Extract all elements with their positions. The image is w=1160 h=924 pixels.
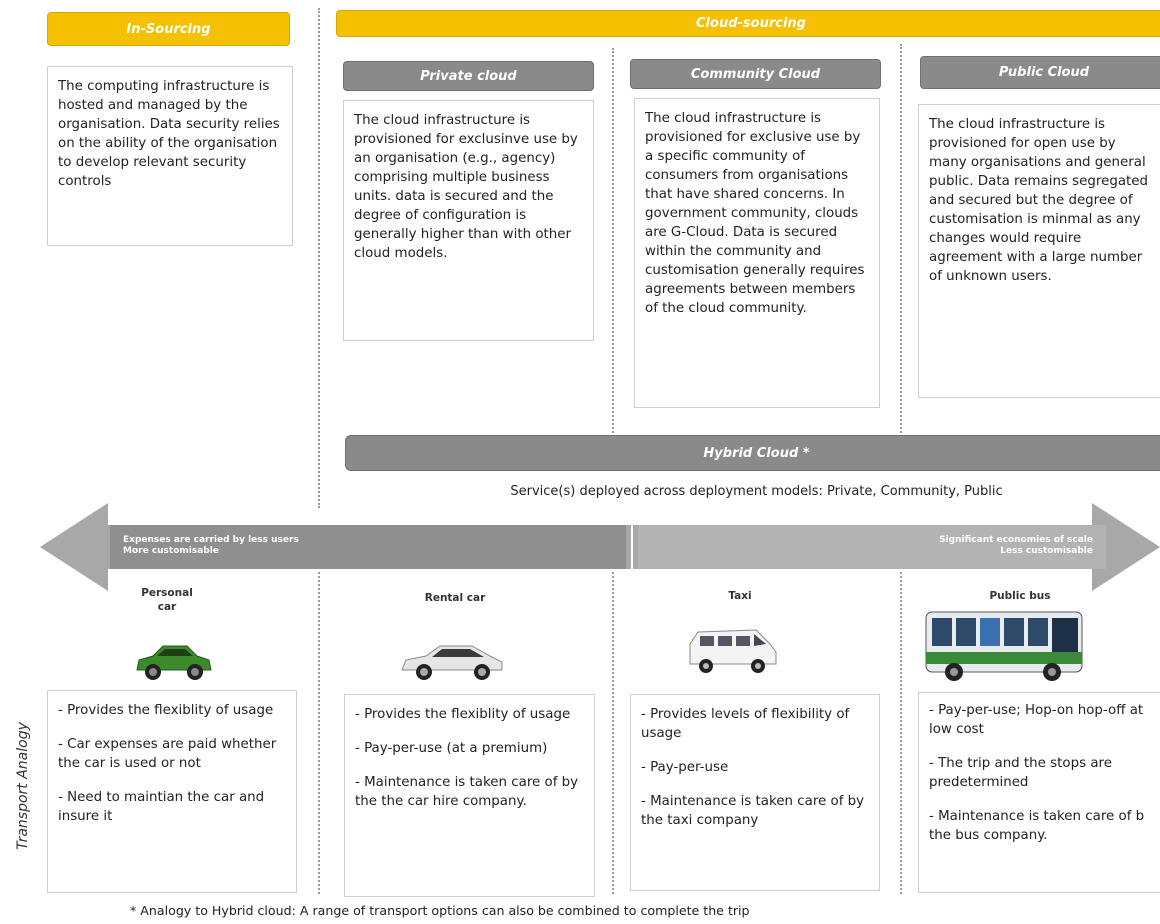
- divider-private-community: [612, 48, 614, 433]
- hybrid-cloud-header: Hybrid Cloud *: [345, 435, 1160, 471]
- transport-analogy-label: Transport Analogy: [15, 722, 31, 850]
- private-cloud-description-text: The cloud infrastructure is provisioned …: [354, 113, 578, 261]
- public-cloud-description: The cloud infrastructure is provisioned …: [918, 104, 1160, 398]
- rental-car-point-2: - Pay-per-use (at a premium): [355, 741, 548, 756]
- divider-community-public: [900, 44, 902, 433]
- rental-car-point-1: - Provides the flexiblity of usage: [355, 707, 571, 722]
- rental-car-label: Rental car: [424, 592, 486, 604]
- public-bus-point-3: - Maintenance is taken care of b the bus…: [929, 809, 1145, 843]
- hybrid-cloud-header-label: Hybrid Cloud *: [703, 445, 810, 461]
- divider-transport-2: [612, 572, 614, 894]
- cloud-sourcing-header: Cloud-sourcing: [336, 10, 1160, 37]
- personal-car-point-3: - Need to maintian the car and insure it: [58, 790, 265, 824]
- arrow-right-line2: Less customisable: [1000, 546, 1093, 556]
- taxi-label: Taxi: [728, 590, 752, 602]
- community-cloud-description-text: The cloud infrastructure is provisioned …: [645, 111, 865, 316]
- arrow-left-line2: More customisable: [123, 546, 219, 556]
- cloud-sourcing-header-label: Cloud-sourcing: [696, 16, 806, 31]
- economies-arrow: [40, 503, 1160, 591]
- personal-car-icon: [136, 645, 212, 680]
- taxi-icon: [689, 629, 777, 673]
- divider-insourcing-cloud: [318, 8, 320, 508]
- arrow-right-line1: Significant economies of scale: [939, 535, 1093, 545]
- arrow-left-text: Expenses are carried by less users More …: [123, 535, 423, 557]
- arrow-left-line1: Expenses are carried by less users: [123, 535, 299, 545]
- taxi-point-2: - Pay-per-use: [641, 760, 729, 775]
- in-sourcing-description-text: The computing infrastructure is hosted a…: [58, 79, 280, 189]
- community-cloud-description: The cloud infrastructure is provisioned …: [634, 98, 880, 408]
- public-bus-point-1: - Pay-per-use; Hop-on hop-off at low cos…: [929, 703, 1144, 737]
- personal-car-label: Personal car: [141, 587, 193, 613]
- hybrid-cloud-note: Service(s) deployed across deployment mo…: [510, 484, 1003, 499]
- taxi-box: - Provides levels of flexibility of usag…: [630, 694, 880, 891]
- community-cloud-header-label: Community Cloud: [690, 66, 821, 82]
- divider-transport-3: [900, 572, 902, 894]
- arrow-right-text: Significant economies of scale Less cust…: [790, 535, 1093, 557]
- hybrid-analogy-footnote: * Analogy to Hybrid cloud: A range of tr…: [130, 903, 750, 918]
- private-cloud-description: The cloud infrastructure is provisioned …: [343, 100, 594, 341]
- rental-car-point-3: - Maintenance is taken care of by the th…: [355, 775, 579, 809]
- arrow-left-band: [110, 525, 626, 569]
- public-bus-icon: [925, 611, 1083, 681]
- public-cloud-header: Public Cloud: [920, 56, 1160, 89]
- arrow-right-band: [638, 525, 1106, 569]
- taxi-point-1: - Provides levels of flexibility of usag…: [641, 707, 850, 741]
- public-bus-box: - Pay-per-use; Hop-on hop-off at low cos…: [918, 692, 1160, 893]
- rental-car-icon: [401, 645, 503, 680]
- public-cloud-header-label: Public Cloud: [998, 65, 1090, 80]
- public-bus-label: Public bus: [989, 590, 1051, 602]
- in-sourcing-header: In-Sourcing: [47, 12, 290, 46]
- public-cloud-description-text: The cloud infrastructure is provisioned …: [929, 117, 1149, 284]
- personal-car-point-1: - Provides the flexiblity of usage: [58, 703, 274, 718]
- personal-car-box: - Provides the flexiblity of usage - Car…: [47, 690, 297, 893]
- divider-transport-1: [318, 572, 320, 894]
- in-sourcing-header-label: In-Sourcing: [126, 21, 211, 37]
- private-cloud-header: Private cloud: [343, 61, 594, 91]
- public-bus-point-2: - The trip and the stops are predetermin…: [929, 756, 1112, 790]
- community-cloud-header: Community Cloud: [630, 59, 881, 89]
- private-cloud-header-label: Private cloud: [420, 68, 517, 84]
- rental-car-box: - Provides the flexiblity of usage - Pay…: [344, 694, 595, 897]
- taxi-point-3: - Maintenance is taken care of by the ta…: [641, 794, 865, 828]
- personal-car-point-2: - Car expenses are paid whether the car …: [58, 737, 277, 771]
- in-sourcing-description: The computing infrastructure is hosted a…: [47, 66, 293, 246]
